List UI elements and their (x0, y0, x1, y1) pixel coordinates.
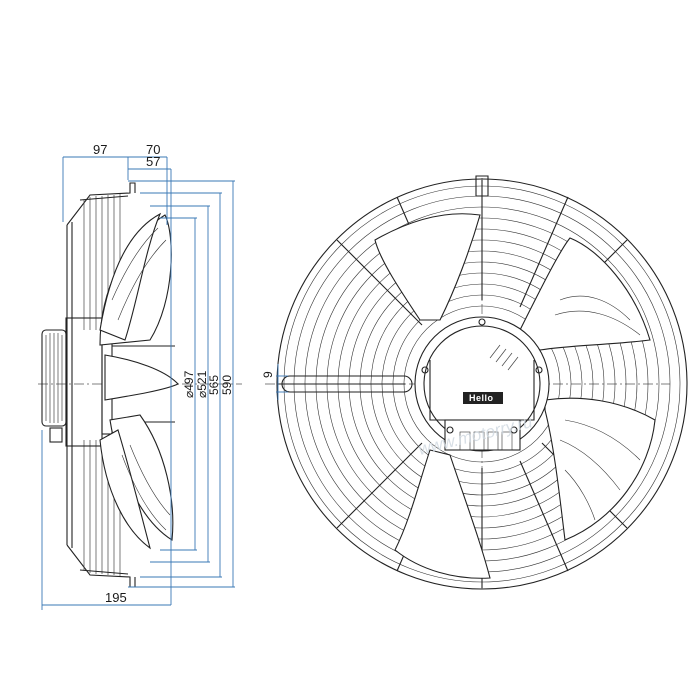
dim-dia-497: ⌀497 (182, 370, 196, 398)
front-view: Hello 9 www.motorry.ru (261, 175, 688, 592)
dim-565: 565 (207, 375, 221, 395)
side-bottom-dimension: 195 (41, 430, 171, 610)
terminal-block (459, 431, 513, 451)
side-top-dimensions: 97 70 57 (62, 142, 172, 605)
dim-590: 590 (220, 375, 234, 395)
front-blades (374, 213, 656, 579)
side-blades (99, 212, 179, 550)
brand-logo: Hello (469, 393, 494, 403)
dim-57: 57 (146, 154, 160, 169)
dim-dia-521: ⌀521 (195, 370, 209, 398)
dim-70: 70 (146, 142, 160, 157)
front-motor-hub: Hello (414, 316, 550, 452)
mount-hole-dimension: 9 (261, 364, 288, 400)
side-view: 97 70 57 ⌀497 ⌀521 565 590 1 (38, 142, 242, 610)
dim-97: 97 (93, 142, 107, 157)
side-diameter-dimensions: ⌀497 ⌀521 565 590 (128, 180, 235, 588)
dim-195: 195 (105, 590, 127, 605)
dim-9: 9 (261, 371, 275, 378)
